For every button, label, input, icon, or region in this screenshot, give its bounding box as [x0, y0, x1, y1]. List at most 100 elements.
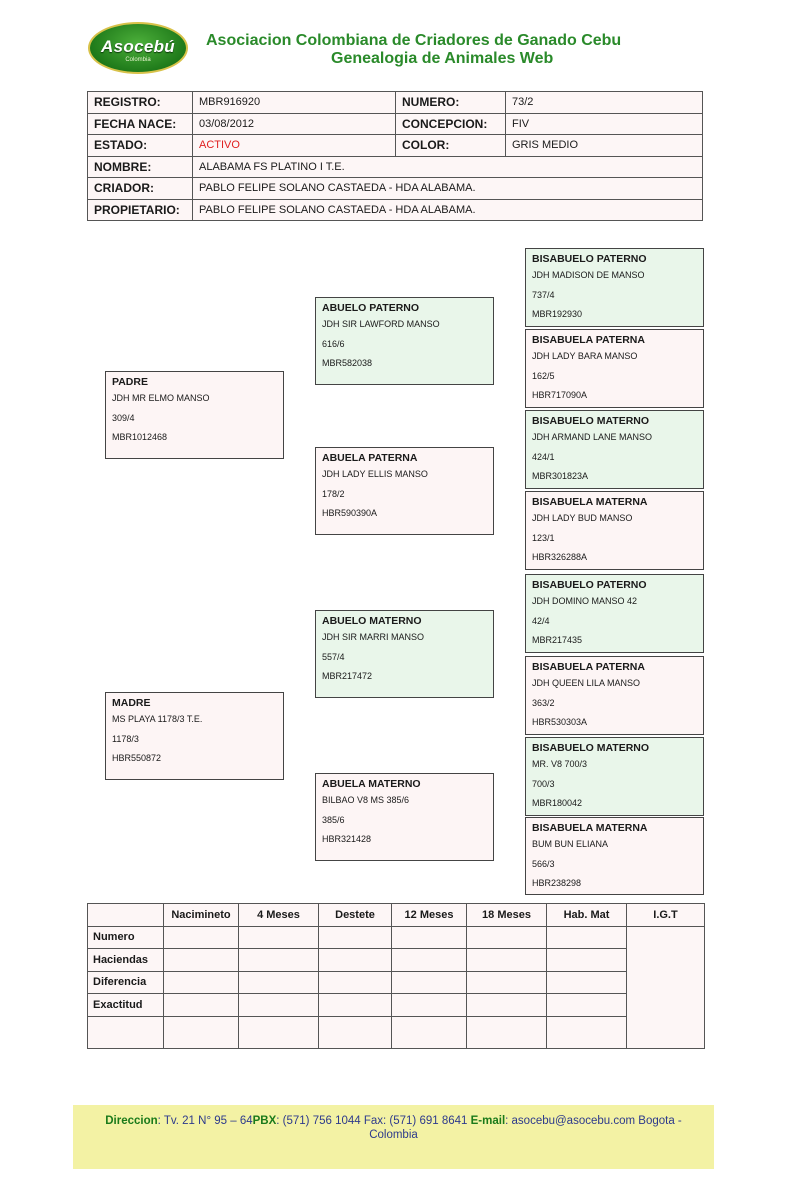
cell	[391, 1015, 467, 1049]
cell	[163, 993, 239, 1017]
fecha-label: FECHA NACE:	[87, 112, 193, 135]
bisabuelo-paterno-box: BISABUELO PATERNO JDH MADISON DE MANSO 7…	[525, 248, 704, 327]
logo-text: Asocebú	[101, 37, 175, 56]
estado-value: ACTIVO	[192, 134, 396, 157]
bis-num: 566/3	[532, 858, 555, 869]
footer-email[interactable]: : asocebu@asocebu.com Bogota -	[505, 1115, 682, 1127]
bisabuela-materna-box: BISABUELA MATERNA JDH LADY BUD MANSO 123…	[525, 491, 704, 570]
abuelo-paterno-num: 616/6	[322, 338, 345, 349]
nombre-label: NOMBRE:	[87, 155, 193, 178]
numero-label: NUMERO:	[395, 91, 506, 114]
cell	[238, 925, 319, 949]
abuela-paterna-reg: HBR590390A	[322, 508, 378, 518]
row-header: Numero	[87, 925, 164, 949]
asocebu-logo: Asocebú Colombia	[88, 22, 188, 74]
abuelo-materno-name: JDH SIR MARRI MANSO	[322, 632, 425, 642]
bis-num: 42/4	[532, 615, 550, 626]
cell	[546, 993, 627, 1017]
evaluation-table: Nacimineto 4 Meses Destete 12 Meses 18 M…	[87, 903, 705, 1049]
row-header: Exactitud	[87, 993, 164, 1017]
color-label: COLOR:	[395, 134, 506, 157]
bis-name: JDH DOMINO MANSO 42	[532, 596, 638, 606]
fecha-value: 03/08/2012	[192, 112, 396, 135]
cell	[466, 1015, 547, 1049]
nombre-value: ALABAMA FS PLATINO I T.E.	[192, 155, 703, 178]
bisabuelo-materno-box: BISABUELO MATERNO JDH ARMAND LANE MANSO …	[525, 410, 704, 489]
cell	[466, 993, 547, 1017]
col-header: Nacimineto	[163, 903, 239, 927]
bis-reg: MBR180042	[532, 798, 583, 808]
table-row: FECHA NACE: 03/08/2012 CONCEPCION: FIV	[87, 112, 703, 135]
table-row	[87, 1015, 705, 1049]
table-row: NOMBRE: ALABAMA FS PLATINO I T.E.	[87, 155, 703, 178]
cell	[238, 948, 319, 972]
abuela-materno-num: 385/6	[322, 814, 345, 825]
logo-subtext: Colombia	[125, 57, 151, 63]
table-row: Numero	[87, 925, 705, 1049]
padre-title: PADRE	[112, 376, 148, 388]
col-header: Destete	[318, 903, 392, 927]
cell	[391, 970, 467, 994]
cell	[87, 1015, 164, 1049]
table-row: Exactitud	[87, 993, 705, 1017]
cell	[163, 948, 239, 972]
cell	[318, 970, 392, 994]
cell	[546, 1015, 627, 1049]
madre-num: 1178/3	[112, 733, 139, 744]
cell	[238, 1015, 319, 1049]
cell	[318, 948, 392, 972]
row-header: Haciendas	[87, 948, 164, 972]
bis-reg: HBR238298	[532, 878, 582, 888]
estado-label: ESTADO:	[87, 134, 193, 157]
col-header: 4 Meses	[238, 903, 319, 927]
bis-reg: HBR530303A	[532, 717, 588, 727]
criador-label: CRIADOR:	[87, 177, 193, 200]
abuelo-paterno-name: JDH SIR LAWFORD MANSO	[322, 319, 440, 329]
cell	[318, 1015, 392, 1049]
bis-name: JDH MADISON DE MANSO	[532, 270, 645, 280]
cell	[466, 925, 547, 949]
bis-title: BISABUELA PATERNA	[532, 661, 645, 673]
bis-title: BISABUELO PATERNO	[532, 253, 647, 265]
registro-label: REGISTRO:	[87, 91, 193, 114]
cell	[163, 1015, 239, 1049]
cell	[466, 948, 547, 972]
bis-reg: HBR326288A	[532, 552, 588, 562]
padre-name: JDH MR ELMO MANSO	[112, 393, 210, 403]
abuela-materno-name: BILBAO V8 MS 385/6	[322, 795, 410, 805]
bis-num: 123/1	[532, 532, 555, 543]
criador-value: PABLO FELIPE SOLANO CASTAEDA - HDA ALABA…	[192, 177, 703, 200]
padre-box: PADRE JDH MR ELMO MANSO 309/4 MBR1012468	[105, 371, 284, 459]
table-row: ESTADO: ACTIVO COLOR: GRIS MEDIO	[87, 134, 703, 157]
bis-title: BISABUELO PATERNO	[532, 579, 647, 591]
bisabuela-materna-box: BISABUELA MATERNA BUM BUN ELIANA 566/3 H…	[525, 817, 704, 895]
footer-dir-label: Direccion	[105, 1115, 158, 1127]
bis-title: BISABUELO MATERNO	[532, 415, 650, 427]
cell	[391, 993, 467, 1017]
col-header: I.G.T	[626, 903, 705, 927]
table-row: CRIADOR: PABLO FELIPE SOLANO CASTAEDA - …	[87, 177, 703, 200]
bis-name: JDH ARMAND LANE MANSO	[532, 432, 653, 442]
abuelo-paterno-title: ABUELO PATERNO	[322, 302, 420, 314]
concepcion-label: CONCEPCION:	[395, 112, 506, 135]
abuela-paterna-name: JDH LADY ELLIS MANSO	[322, 469, 428, 479]
table-row: Haciendas	[87, 948, 705, 972]
bis-reg: HBR717090A	[532, 390, 588, 400]
abuelo-materno-box: ABUELO MATERNO JDH SIR MARRI MANSO 557/4…	[315, 610, 494, 698]
igt-cell	[626, 925, 705, 1049]
bisabuelo-paterno-box: BISABUELO PATERNO JDH DOMINO MANSO 42 42…	[525, 574, 704, 653]
bisabuela-paterna-box: BISABUELA PATERNA JDH QUEEN LILA MANSO 3…	[525, 656, 704, 735]
registro-value: MBR916920	[192, 91, 396, 114]
footer-pbx: : (571) 756 1044 Fax: (571) 691 8641	[276, 1115, 471, 1127]
bis-name: MR. V8 700/3	[532, 759, 588, 769]
footer-contact: Direccion: Tv. 21 N° 95 – 64PBX: (571) 7…	[73, 1114, 714, 1142]
cell	[163, 925, 239, 949]
abuela-materno-reg: HBR321428	[322, 834, 372, 844]
cell	[546, 970, 627, 994]
bis-reg: MBR301823A	[532, 471, 589, 481]
bis-num: 700/3	[532, 778, 555, 789]
propietario-label: PROPIETARIO:	[87, 198, 193, 221]
bisabuelo-materno-box: BISABUELO MATERNO MR. V8 700/3 700/3 MBR…	[525, 737, 704, 816]
col-header: Hab. Mat	[546, 903, 627, 927]
abuela-materno-box: ABUELA MATERNO BILBAO V8 MS 385/6 385/6 …	[315, 773, 494, 861]
